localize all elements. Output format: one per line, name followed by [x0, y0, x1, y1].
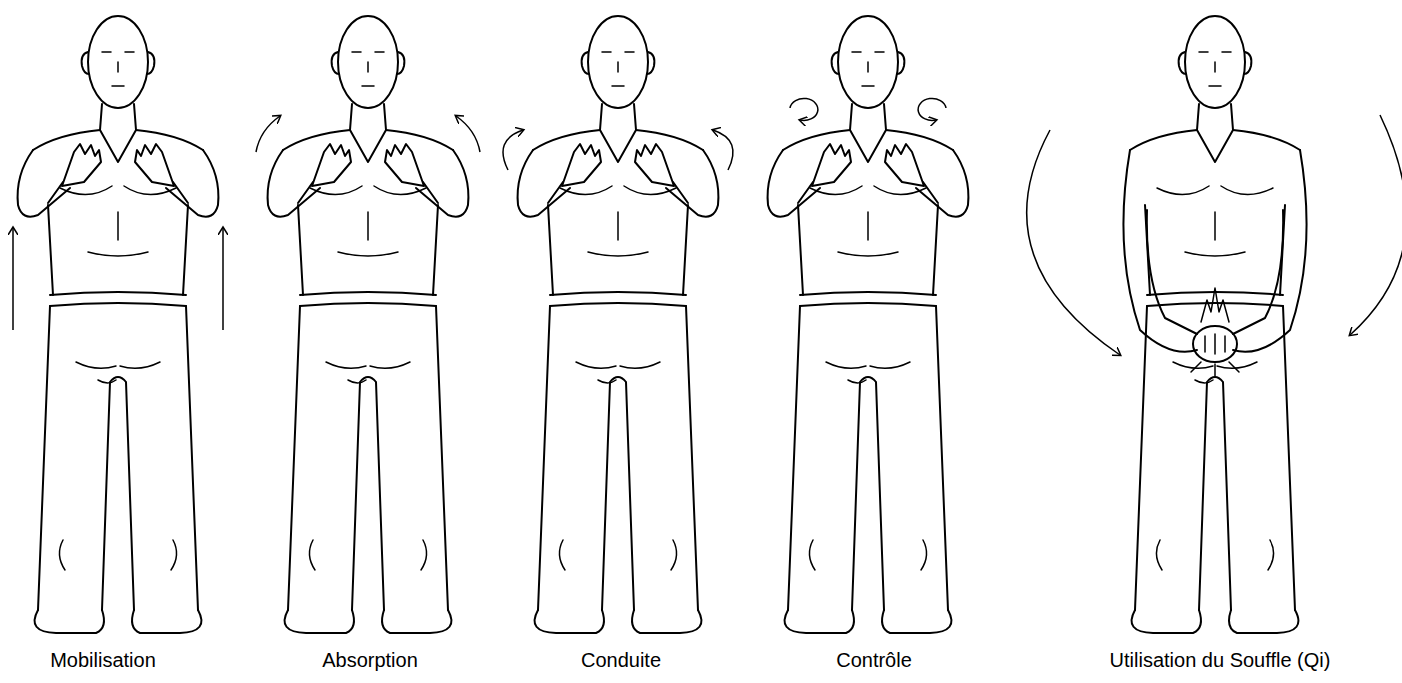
figure-caption: Absorption	[322, 648, 418, 672]
figure-caption: Utilisation du Souffle (Qi)	[1110, 648, 1331, 672]
figure-caption: Conduite	[581, 648, 661, 672]
figure-caption: Contrôle	[836, 648, 912, 672]
figure-caption: Mobilisation	[50, 648, 156, 672]
